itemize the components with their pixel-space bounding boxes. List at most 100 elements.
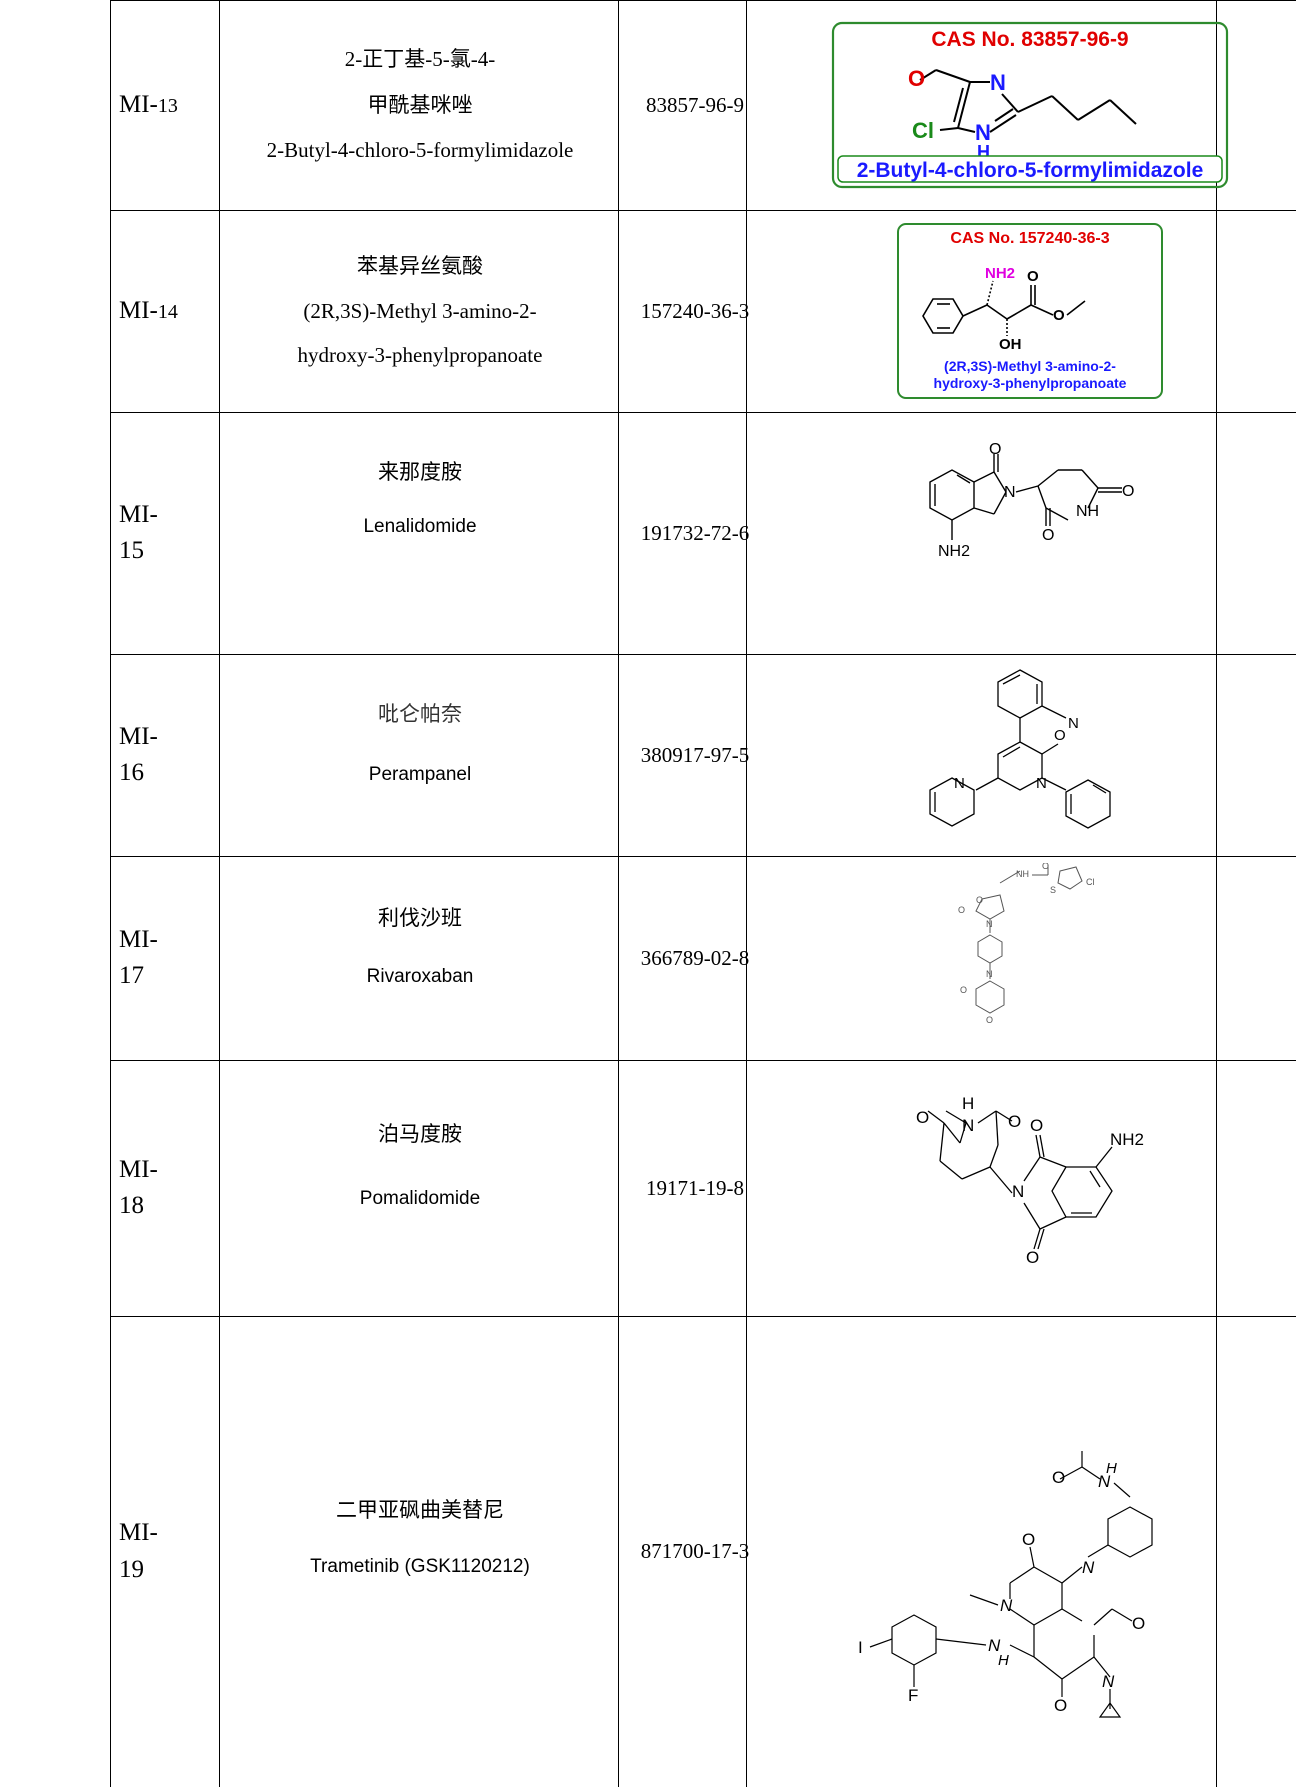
nitrogen-atom-label: N (986, 969, 993, 979)
oxygen-atom-label: O (1027, 268, 1039, 285)
oxygen-atom-label: O (986, 1015, 993, 1025)
oxygen-atom-label: O (1030, 1116, 1043, 1135)
compound-name: 吡仑帕奈 Perampanel (220, 654, 620, 856)
oxygen-atom-label: O (1054, 727, 1066, 744)
structure-cell: H O N O O NH2 N O (770, 1060, 1290, 1316)
nitrogen-atom-label: N (975, 120, 991, 145)
cas-value: 366789-02-8 (640, 945, 750, 970)
cas-number: 191732-72-6 (595, 412, 795, 654)
oxygen-atom-label: O (916, 1108, 929, 1127)
name-line: 吡仑帕奈 (378, 702, 462, 726)
cas-number: 871700-17-3 (595, 1316, 795, 1787)
cas-value: 19171-19-8 (646, 1175, 744, 1200)
row-id: MI-14 (111, 210, 219, 412)
structure-cell: O N O NH O NH2 (770, 412, 1290, 654)
oxygen-atom-label: O (1042, 863, 1049, 871)
oxygen-atom-label: O (1122, 483, 1134, 500)
oxygen-atom-label: O (1053, 307, 1065, 324)
name-line: 泊马度胺 (378, 1122, 462, 1146)
card-caption: (2R,3S)-Methyl 3-amino-2- (944, 358, 1116, 374)
nitrile-nitrogen-label: N (1068, 715, 1079, 732)
amide-nh-label: NH (1016, 869, 1029, 879)
oxygen-atom-label: O (1042, 527, 1054, 544)
card-title: CAS No. 157240-36-3 (950, 230, 1109, 247)
row-id: MI- 16 (111, 654, 219, 856)
row-border (110, 412, 1296, 413)
pyridine-nitrogen-label: N (954, 775, 965, 792)
cas-value: 380917-97-5 (640, 742, 750, 767)
oxygen-atom-label: O (1008, 1112, 1021, 1131)
id-number: 16 (119, 759, 144, 786)
cas-value: 157240-36-3 (640, 298, 750, 323)
row-id: MI- 18 (111, 1060, 219, 1316)
name-line: 来那度胺 (378, 460, 462, 484)
name-line: 甲酰基咪唑 (367, 92, 473, 117)
nitrogen-atom-label: N (1000, 1596, 1013, 1615)
phenylisoserine-structure-icon: CAS No. 157240-36-3 NH2 O O OH (2R,3S)-M… (897, 223, 1163, 399)
cas-value: 83857-96-9 (646, 92, 744, 117)
nitrogen-atom-label: N (962, 1116, 974, 1135)
row-border (110, 856, 1296, 857)
oxygen-atom-label: O (989, 442, 1001, 458)
id-number: 17 (119, 962, 144, 989)
row-border (110, 1060, 1296, 1061)
oxygen-atom-label: O (976, 895, 983, 905)
column-border (110, 0, 111, 1787)
column-border (746, 0, 747, 1787)
row-id: MI- 17 (111, 856, 219, 1060)
cas-number: 157240-36-3 (595, 210, 795, 412)
oxygen-atom-label: O (1026, 1248, 1039, 1267)
id-number: 15 (119, 537, 144, 564)
row-border (110, 1316, 1296, 1317)
cas-number: 83857-96-9 (595, 0, 795, 210)
row-border (110, 210, 1296, 211)
fluorine-atom-label: F (908, 1686, 918, 1705)
nitrogen-atom-label: N (990, 70, 1006, 95)
perampanel-structure-icon: N O N N (929, 669, 1111, 829)
compound-name: 泊马度胺 Pomalidomide (220, 1060, 620, 1316)
nitrogen-atom-label: N (1098, 1472, 1111, 1491)
compound-name: 利伐沙班 Rivaroxaban (220, 856, 620, 1060)
cas-value: 191732-72-6 (640, 520, 750, 545)
nitrogen-atom-label: N (1102, 1672, 1115, 1691)
cas-number: 366789-02-8 (595, 856, 795, 1060)
nitrogen-atom-label: N (986, 919, 993, 929)
name-line: Perampanel (368, 764, 472, 785)
amine-label: NH2 (985, 265, 1015, 282)
iodine-atom-label: I (858, 1638, 863, 1657)
name-line: 利伐沙班 (378, 906, 462, 930)
name-line: (2R,3S)-Methyl 3-amino-2- (303, 298, 537, 323)
nitrogen-atom-label: N (1004, 484, 1016, 501)
name-line: Pomalidomide (359, 1188, 481, 1209)
imidazole-structure-icon: CAS No. 83857-96-9 O N Cl N H (831, 21, 1229, 189)
card-caption: 2-Butyl-4-chloro-5-formylimidazole (857, 159, 1204, 182)
oxygen-atom-label: O (1054, 1696, 1067, 1715)
row-id: MI- 19 (111, 1316, 219, 1787)
cas-number: 380917-97-5 (595, 654, 795, 856)
id-prefix: MI- (119, 722, 158, 750)
nitrogen-atom-label: N (988, 1636, 1001, 1655)
name-line: 苯基异丝氨酸 (357, 253, 483, 278)
trametinib-structure-icon: O N H O N N O I N H O N F (858, 1451, 1153, 1718)
name-line: 二甲亚砜曲美替尼 (336, 1498, 504, 1522)
nitrogen-atom-label: N (1082, 1558, 1095, 1577)
name-line: 2-正丁基-5-氯-4- (344, 46, 496, 71)
name-line: Trametinib (GSK1120212) (310, 1556, 530, 1577)
id-number: 19 (119, 1555, 144, 1583)
oxygen-atom-label: O (960, 985, 967, 995)
hydroxyl-label: OH (999, 336, 1022, 353)
amine-label: NH2 (1110, 1130, 1144, 1149)
card-caption: hydroxy-3-phenylpropanoate (934, 375, 1127, 391)
structure-cell: N O N N (770, 654, 1290, 856)
oxygen-atom-label: O (1052, 1468, 1065, 1487)
column-border (618, 0, 619, 1787)
id-number: 14 (157, 300, 178, 323)
name-line: hydroxy-3-phenylpropanoate (297, 343, 543, 368)
id-prefix: MI- (119, 1519, 158, 1547)
oxygen-atom-label: O (1022, 1530, 1035, 1549)
pomalidomide-structure-icon: H O N O O NH2 N O (916, 1094, 1144, 1267)
compound-name: 二甲亚砜曲美替尼 Trametinib (GSK1120212) (220, 1316, 620, 1787)
imide-label: NH (1076, 503, 1099, 520)
compound-name: 来那度胺 Lenalidomide (220, 412, 620, 654)
